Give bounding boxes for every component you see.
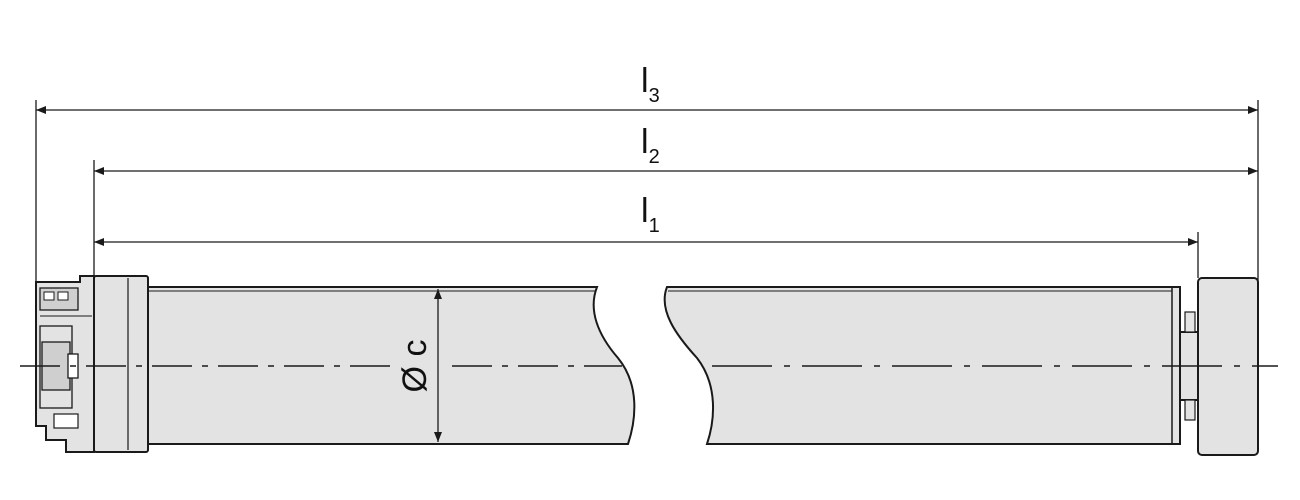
tube-left-section (145, 286, 636, 445)
label-l2: l2 (641, 123, 660, 168)
motor-head (35, 275, 149, 453)
label-l3: l3 (641, 62, 660, 107)
dimension-lines (36, 106, 1258, 246)
motor-head-flange (93, 275, 149, 453)
shaft-collar-bottom (1184, 399, 1196, 421)
label-l1: l1 (641, 192, 660, 237)
shaft-collar-top (1184, 311, 1196, 333)
connector-slot-2 (57, 291, 69, 301)
label-diameter: Ø c (396, 340, 434, 393)
connector-slot-1 (43, 291, 55, 301)
connector-tab (53, 413, 79, 429)
